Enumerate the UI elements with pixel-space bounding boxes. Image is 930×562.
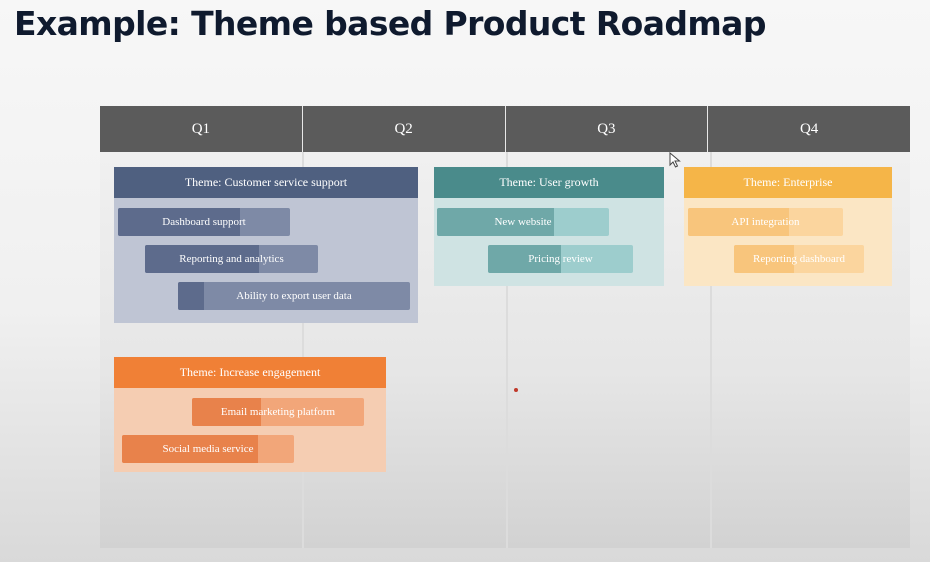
slide-title: Example: Theme based Product Roadmap xyxy=(14,4,766,43)
roadmap-item-label: Reporting and analytics xyxy=(179,253,284,265)
roadmap-item-label: Ability to export user data xyxy=(236,290,352,302)
quarter-q2: Q2 xyxy=(303,106,506,152)
progress-fill xyxy=(118,208,241,236)
roadmap-item-new-website[interactable]: New website xyxy=(437,208,609,236)
quarter-q3: Q3 xyxy=(506,106,709,152)
progress-fill xyxy=(145,245,260,273)
theme-header: Theme: Enterprise xyxy=(684,167,892,198)
theme-customer-service: Theme: Customer service support Dashboar… xyxy=(114,167,418,323)
quarter-divider xyxy=(302,152,304,548)
progress-fill xyxy=(734,245,794,273)
roadmap-board: Q1 Q2 Q3 Q4 Theme: Customer service supp… xyxy=(100,106,910,548)
roadmap-item-pricing-review[interactable]: Pricing review xyxy=(488,245,633,273)
quarter-divider xyxy=(710,152,712,548)
quarter-q1: Q1 xyxy=(100,106,303,152)
progress-fill xyxy=(122,435,258,463)
progress-fill xyxy=(488,245,561,273)
quarter-q4: Q4 xyxy=(799,120,819,137)
roadmap-item-label: Dashboard support xyxy=(162,216,246,228)
progress-fill xyxy=(178,282,204,310)
mouse-cursor-icon xyxy=(669,152,681,168)
roadmap-item-label: API integration xyxy=(731,216,800,228)
theme-header: Theme: User growth xyxy=(434,167,664,198)
roadmap-item-label: Email marketing platform xyxy=(220,406,336,418)
roadmap-item-label: Pricing review xyxy=(528,253,593,265)
quarter-header: Q1 Q2 Q3 Q4 xyxy=(100,106,910,152)
roadmap-item-label: New website xyxy=(494,216,552,228)
quarter-divider xyxy=(506,152,508,548)
roadmap-item-social-media[interactable]: Social media service xyxy=(122,435,294,463)
progress-fill xyxy=(437,208,554,236)
roadmap-item-label: Reporting dashboard xyxy=(753,253,845,265)
progress-fill xyxy=(192,398,261,426)
roadmap-item-reporting-analytics[interactable]: Reporting and analytics xyxy=(145,245,318,273)
roadmap-item-api-integration[interactable]: API integration xyxy=(688,208,843,236)
roadmap-item-export-user-data[interactable]: Ability to export user data xyxy=(178,282,410,310)
roadmap-item-email-marketing[interactable]: Email marketing platform xyxy=(192,398,364,426)
progress-fill xyxy=(688,208,789,236)
roadmap-item-reporting-dashboard[interactable]: Reporting dashboard xyxy=(734,245,864,273)
theme-increase-engagement: Theme: Increase engagement Email marketi… xyxy=(114,357,386,472)
roadmap-item-dashboard-support[interactable]: Dashboard support xyxy=(118,208,290,236)
theme-enterprise: Theme: Enterprise API integration Report… xyxy=(684,167,892,286)
pointer-dot xyxy=(514,388,518,392)
theme-header: Theme: Customer service support xyxy=(114,167,418,198)
roadmap-item-label: Social media service xyxy=(162,443,254,455)
theme-header: Theme: Increase engagement xyxy=(114,357,386,388)
theme-user-growth: Theme: User growth New website Pricing r… xyxy=(434,167,664,286)
